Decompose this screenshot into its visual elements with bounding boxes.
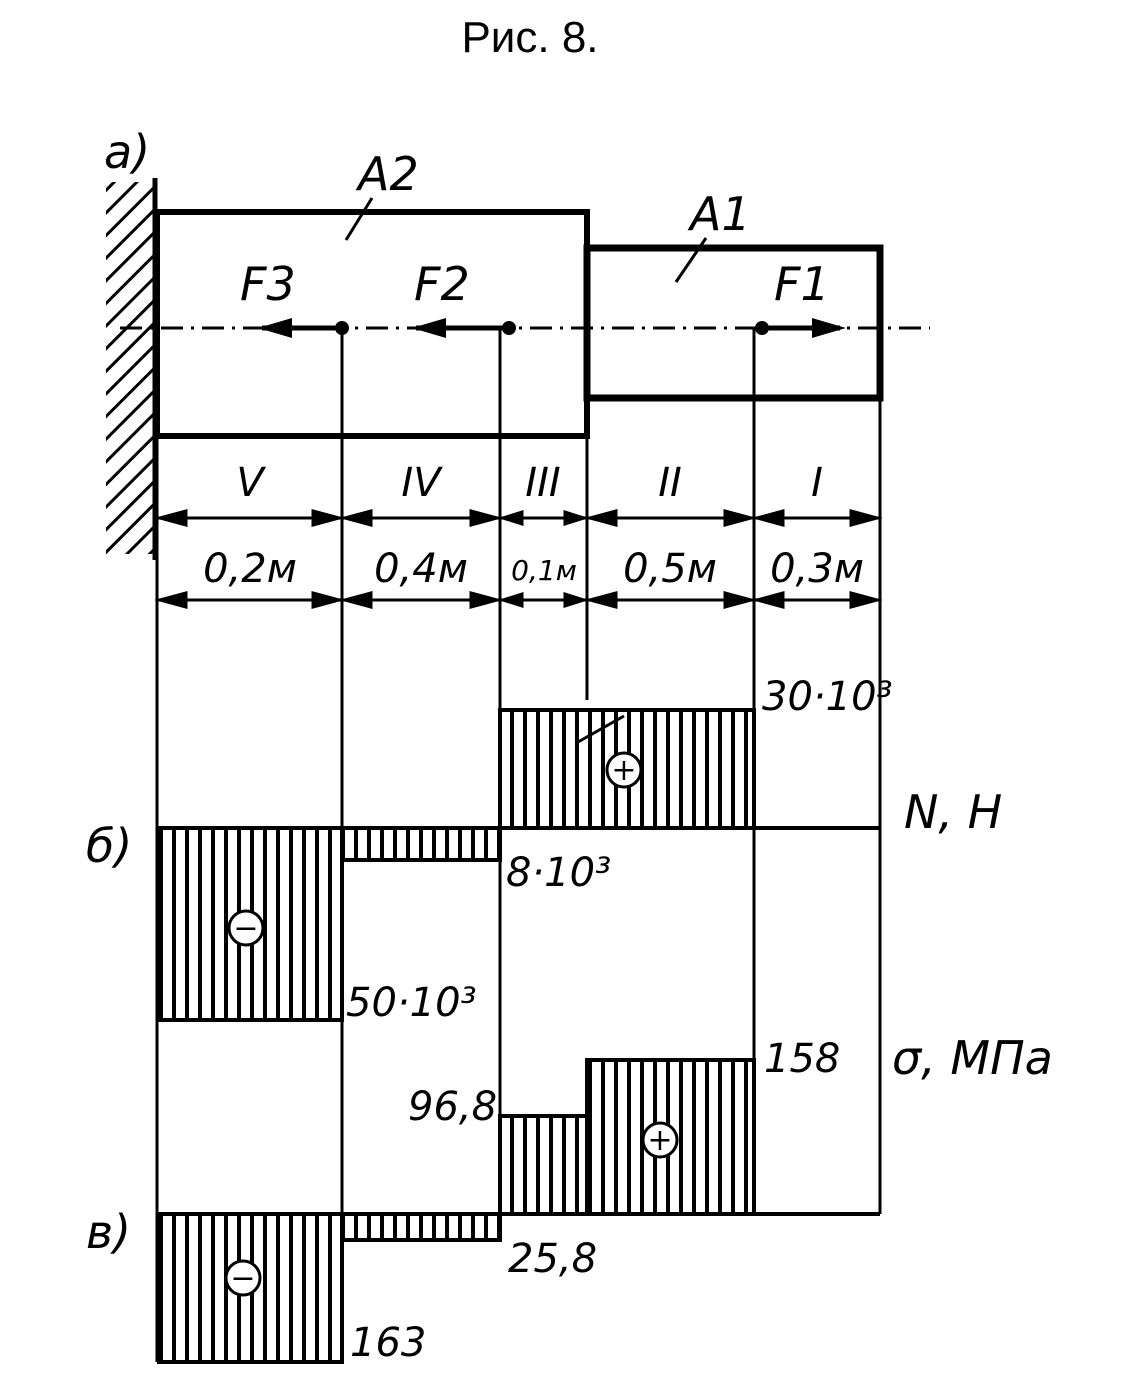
force-1-label: F1 <box>774 257 830 311</box>
section-label-iv: IV <box>401 460 443 506</box>
minus-sign-icon <box>224 1259 262 1297</box>
stress-diagram: − + <box>157 1058 880 1364</box>
axial-force-value-v: 50·10³ <box>346 980 477 1026</box>
minus-sign-icon <box>227 909 265 947</box>
axial-force-diagram: − + <box>157 708 880 1022</box>
stress-value-v: 163 <box>350 1320 426 1366</box>
force-2-label: F2 <box>414 257 470 311</box>
stress-sign-v: − <box>230 1261 255 1296</box>
force-2-arrow <box>412 318 446 338</box>
section-length-ii: 0,5м <box>623 546 717 592</box>
stress-value-ii: 158 <box>764 1036 840 1082</box>
panel-label-b: б) <box>86 819 132 873</box>
area-small-label: A1 <box>687 187 751 241</box>
stress-block-iv <box>342 1214 500 1240</box>
axial-force-sign-v: − <box>233 911 258 946</box>
dimension-lines <box>154 509 883 609</box>
stress-unit-label: σ, МПа <box>892 1031 1053 1085</box>
bar-segment-large <box>154 209 590 439</box>
panel-label-c: в) <box>86 1205 131 1259</box>
axial-force-sign-iii-ii: + <box>611 753 636 788</box>
section-label-iii: III <box>525 460 560 506</box>
plus-sign-icon <box>605 751 643 789</box>
axial-force-value-iii-ii: 30·10³ <box>762 674 893 720</box>
section-length-i: 0,3м <box>770 546 864 592</box>
section-label-v: V <box>236 460 266 506</box>
panel-label-a: а) <box>104 125 150 179</box>
stress-sign-ii: + <box>647 1123 672 1158</box>
axial-force-value-iv: 8·10³ <box>506 850 611 896</box>
bar-segment-small <box>583 244 884 402</box>
force-1-arrow <box>812 318 846 338</box>
axial-force-block-iv <box>342 828 500 860</box>
axial-force-unit-label: N, H <box>904 785 1002 839</box>
stress-block-iii <box>500 1116 587 1214</box>
section-label-ii: II <box>658 460 682 506</box>
section-label-i: I <box>811 460 823 506</box>
stress-value-iv: 25,8 <box>508 1236 597 1282</box>
figure-caption: Рис. 8. <box>461 13 598 62</box>
applied-forces <box>258 318 846 338</box>
area-large-label: A2 <box>355 147 419 201</box>
section-length-iii: 0,1м <box>511 554 577 587</box>
plus-sign-icon <box>641 1121 679 1159</box>
stepped-bar <box>120 209 930 439</box>
fixed-wall-support <box>106 178 158 560</box>
force-3-label: F3 <box>240 257 296 311</box>
stress-value-iii: 96,8 <box>408 1084 497 1130</box>
force-3-arrow <box>258 318 292 338</box>
section-length-iv: 0,4м <box>374 546 468 592</box>
section-length-v: 0,2м <box>203 546 297 592</box>
